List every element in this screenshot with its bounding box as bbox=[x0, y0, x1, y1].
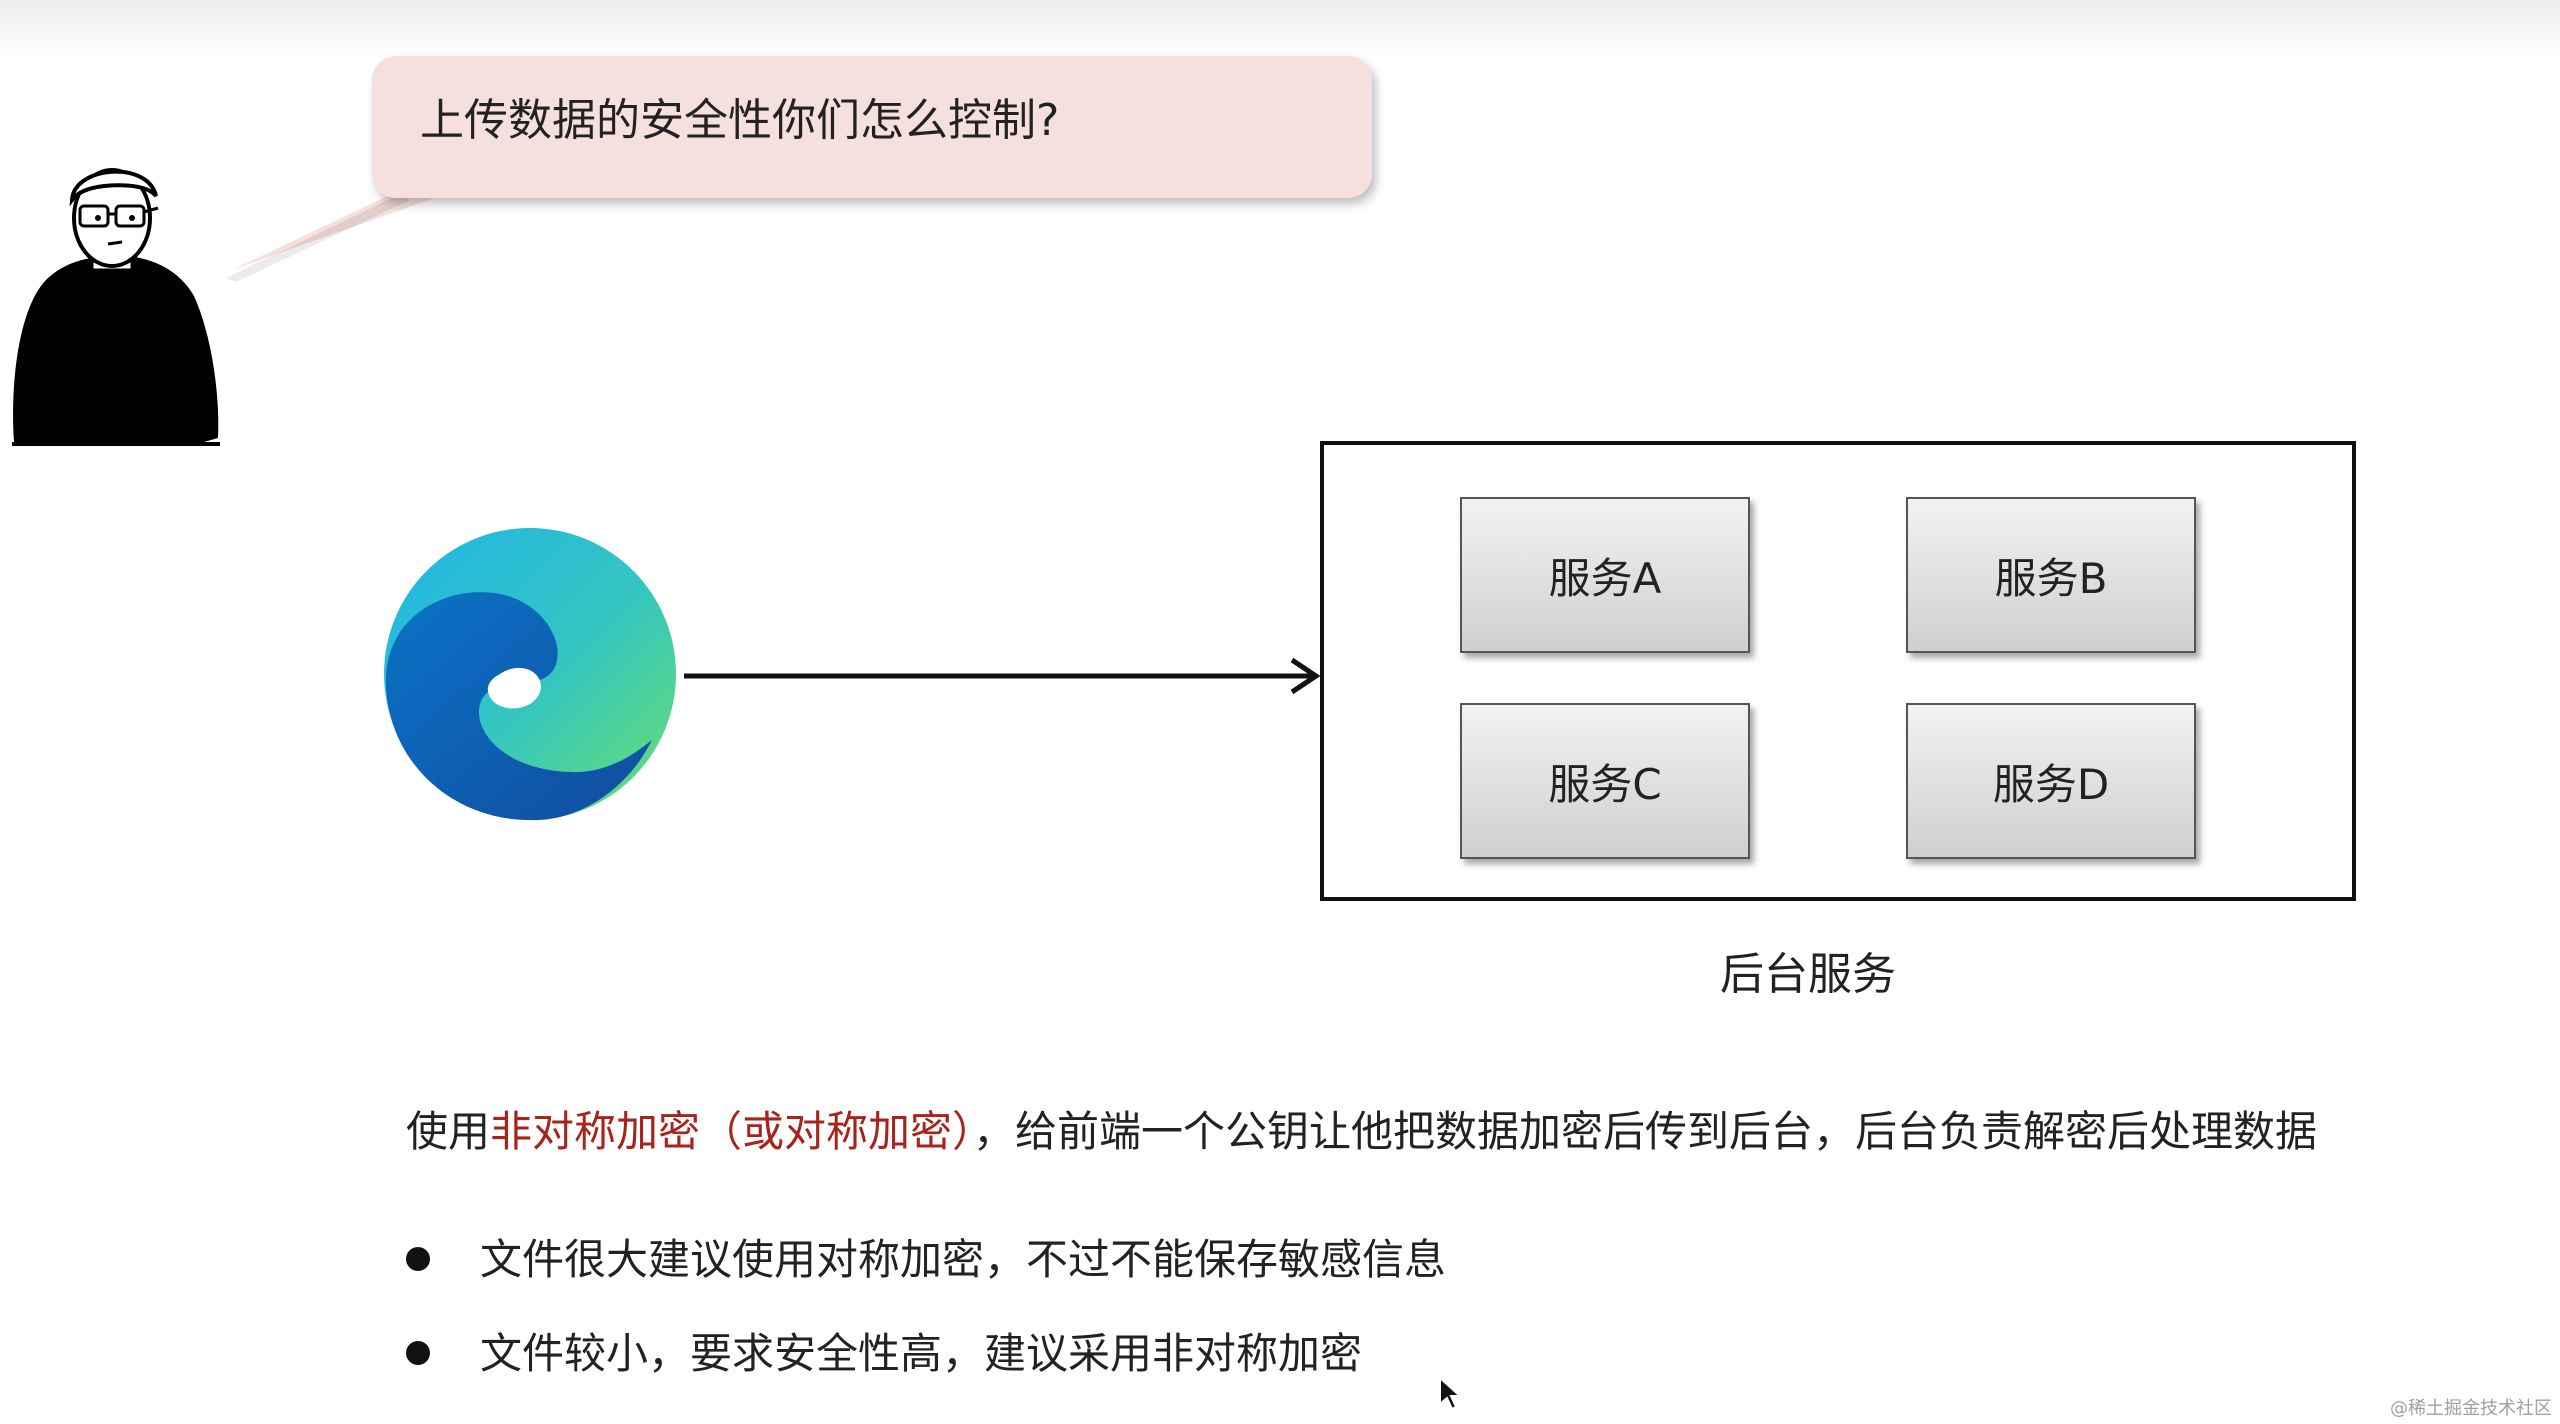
service-d-box: 服务D bbox=[1906, 703, 2196, 859]
mouse-cursor-icon bbox=[1439, 1376, 1462, 1411]
speech-bubble: 上传数据的安全性你们怎么控制? bbox=[372, 56, 1372, 198]
speech-bubble-tail bbox=[226, 190, 440, 282]
bullet-item: 文件很大建议使用对称加密，不过不能保存敏感信息 bbox=[406, 1232, 1446, 1288]
person-with-glasses-icon bbox=[12, 168, 220, 446]
avatar bbox=[12, 168, 220, 446]
bullet-item: 文件较小，要求安全性高，建议采用非对称加密 bbox=[406, 1326, 1362, 1382]
bullet-text: 文件很大建议使用对称加密，不过不能保存敏感信息 bbox=[480, 1235, 1447, 1284]
main-suffix: ，给前端一个公钥让他把数据加密后传到后台，后台负责解密后处理数据 bbox=[973, 1107, 2318, 1156]
service-b-box: 服务B bbox=[1906, 497, 2196, 653]
edge-browser-logo-icon bbox=[384, 528, 676, 821]
backend-label: 后台服务 bbox=[1720, 949, 1896, 1000]
bullet-text: 文件较小，要求安全性高，建议采用非对称加密 bbox=[480, 1329, 1363, 1378]
main-description: 使用非对称加密（或对称加密），给前端一个公钥让他把数据加密后传到后台，后台负责解… bbox=[406, 1104, 2317, 1160]
service-c-box: 服务C bbox=[1460, 703, 1750, 859]
bullet-dot-icon bbox=[406, 1246, 430, 1271]
question-text: 上传数据的安全性你们怎么控制? bbox=[420, 95, 1060, 146]
top-shade bbox=[0, 0, 2560, 60]
main-prefix: 使用 bbox=[406, 1107, 491, 1156]
backend-container: 服务A 服务B 服务C 服务D bbox=[1320, 441, 2356, 901]
bullet-dot-icon bbox=[406, 1340, 430, 1365]
service-a-box: 服务A bbox=[1460, 497, 1750, 653]
watermark: @稀土掘金技术社区 bbox=[2390, 1398, 2552, 1419]
main-highlight: 非对称加密（或对称加密） bbox=[490, 1107, 974, 1156]
